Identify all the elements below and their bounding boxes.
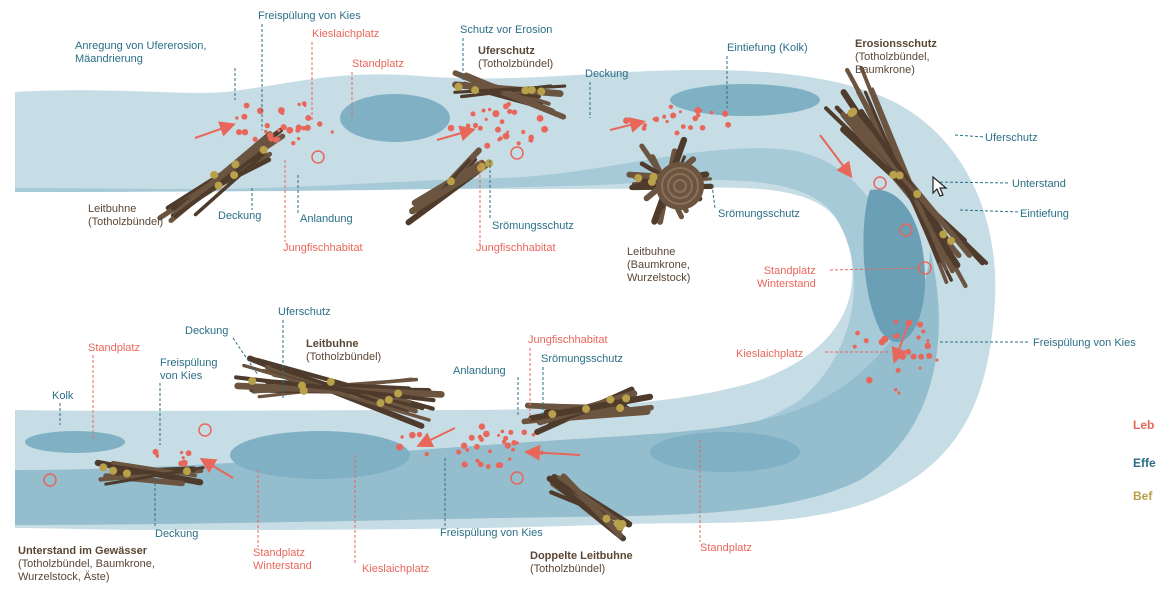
label-leitbuhne-low: Leitbuhne(Totholzbündel): [306, 338, 381, 364]
label-uferschutz-right: Uferschutz: [985, 132, 1038, 145]
label-standplatz-low-left: Standplatz: [88, 342, 140, 355]
label-kieslaichplatz-low: Kieslaichplatz: [362, 563, 429, 576]
label-jungfisch-low: Jungfischhabitat: [528, 334, 608, 347]
pool-top-right: [670, 84, 820, 116]
label-kieslaichplatz-top: Kieslaichplatz: [312, 28, 379, 41]
label-leitbuhne-center: Leitbuhne(Baumkrone,Wurzelstock): [627, 246, 690, 285]
label-deckung-low-a: Deckung: [185, 325, 228, 338]
label-doppelte-leitbuhne: Doppelte Leitbuhne(Totholzbündel): [530, 550, 633, 576]
label-anlandung-mid: Anlandung: [300, 213, 353, 226]
label-standplatz-top: Standplatz: [352, 58, 404, 71]
label-freispuelung-top: Freispülung von Kies: [258, 10, 361, 23]
label-stroemung-low: Srömungsschutz: [541, 353, 623, 366]
label-schutz-erosion: Schutz vor Erosion: [460, 24, 552, 37]
label-stroemung-right: Srömungsschutz: [718, 208, 800, 221]
mouse-cursor-icon: [932, 176, 948, 198]
legend-effekt: Effe: [1133, 456, 1156, 470]
legend-lebensraum: Leb: [1133, 418, 1154, 432]
legend-befestigung: Bef: [1133, 489, 1152, 503]
label-standplatz-low-right: Standplatz: [700, 542, 752, 555]
label-freispuelung-low-mid: Freispülung von Kies: [440, 527, 543, 540]
label-stroemung-mid: Srömungsschutz: [492, 220, 574, 233]
label-unterstand-right: Unterstand: [1012, 178, 1066, 191]
pool-bottom-mid: [230, 431, 410, 479]
root-wad: [640, 150, 720, 230]
label-deckung-top: Deckung: [585, 68, 628, 81]
label-kolk: Kolk: [52, 390, 73, 403]
label-freispuelung-right: Freispülung von Kies: [1033, 337, 1136, 350]
label-leitbuhne-left: Leitbuhne(Totholzbündel): [88, 203, 163, 229]
label-uferschutz-top: Uferschutz(Totholzbündel): [478, 45, 553, 71]
pool-top-left: [340, 94, 450, 142]
label-jungfisch-mid2: Jungfischhabitat: [476, 242, 556, 255]
label-eintiefung-kolk: Eintiefung (Kolk): [727, 42, 808, 55]
pool-bottom-right: [650, 432, 800, 472]
label-uferschutz-low: Uferschutz: [278, 306, 331, 319]
label-kieslaichplatz-right: Kieslaichplatz: [736, 348, 803, 361]
pool-bottom-left: [25, 431, 125, 453]
label-unterstand-gewaesser: Unterstand im Gewässer(Totholzbündel, Ba…: [18, 545, 155, 584]
label-anregung: Anregung von Ufererosion,Mäandrierung: [75, 40, 206, 66]
label-deckung-mid: Deckung: [218, 210, 261, 223]
label-jungfisch-mid1: Jungfischhabitat: [283, 242, 363, 255]
label-erosionsschutz: Erosionsschutz(Totholzbündel,Baumkrone): [855, 38, 937, 77]
label-anlandung-low: Anlandung: [453, 365, 506, 378]
label-deckung-low-b: Deckung: [155, 528, 198, 541]
label-eintiefung-right: Eintiefung: [1020, 208, 1069, 221]
